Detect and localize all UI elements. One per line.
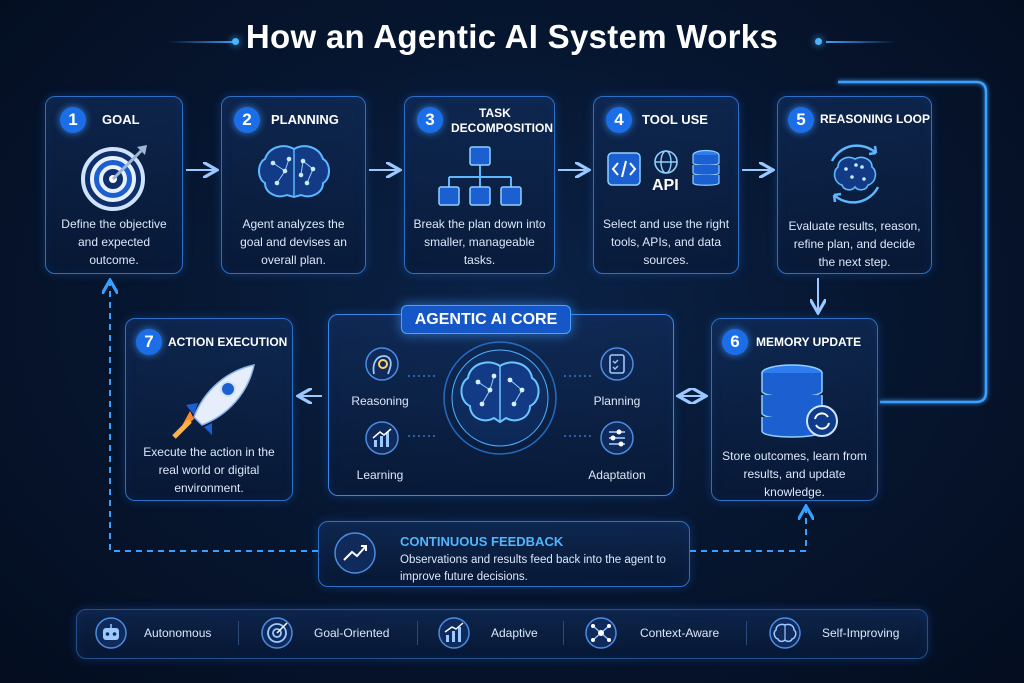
chart-bars-icon [438,617,470,649]
hierarchy-icon [438,146,522,206]
core-item-reasoning: Reasoning [351,394,409,408]
title-dot-right [815,38,822,45]
globe-icon [654,150,678,174]
page-title: How an Agentic AI System Works [245,18,779,55]
feature-label: Self-Improving [822,626,900,640]
core-dotted-links [408,375,592,437]
code-icon [607,152,641,186]
step-number: 2 [234,107,260,133]
step-number: 1 [60,107,86,133]
step-number: 7 [136,329,162,355]
database-stack-icon [692,149,720,186]
brain-icon [258,145,330,199]
feedback-description: Observations and results feed back into … [400,554,666,583]
step-title: REASONING LOOP [820,112,931,126]
step-card-goal: 1 GOAL Define the objective and expected… [45,96,183,274]
step-card-tool-use: 4 TOOL USE API Select and use the right … [593,96,739,274]
step-description: Evaluate results, reason, refine plan, a… [788,219,921,269]
core-item-planning: Planning [593,394,641,408]
api-label: API [652,177,679,194]
gear-head-icon [365,347,399,381]
network-icon [585,617,617,649]
step-description: Store outcomes, learn from results, and … [722,449,867,499]
step-description: Agent analyzes the goal and devises an o… [240,217,347,267]
step-card-task-decomposition: 3 TASK DECOMPOSITION Break the plan down… [404,96,555,274]
step-title: MEMORY UPDATE [756,335,862,349]
core-item-learning: Learning [356,468,404,482]
rocket-icon [172,364,255,439]
chart-growth-icon [365,421,399,455]
feature-label: Goal-Oriented [314,626,390,640]
feature-label: Autonomous [144,626,212,640]
step-title: ACTION EXECUTION [168,335,288,349]
title-dot-left [232,38,239,45]
step-description: Define the objective and expected outcom… [61,217,167,267]
step-number: 4 [606,107,632,133]
target-icon [81,145,147,211]
step-card-planning: 2 PLANNING Agent analyzes the goal and d… [221,96,366,274]
step-title: TOOL USE [642,112,708,127]
step-description: Select and use the right tools, APIs, an… [602,217,730,267]
brain-loop-icon [830,144,880,204]
step-description: Execute the action in the real world or … [143,445,275,495]
step-number: 6 [722,329,748,355]
step-title: GOAL [102,112,140,127]
step-number: 5 [788,107,814,133]
reasoning-loop-line [838,80,988,404]
step-card-memory-update: 6 MEMORY UPDATE Store outcomes, learn fr… [711,318,878,501]
step-card-reasoning-loop: 5 REASONING LOOP Evaluate results, reaso… [777,96,932,274]
core-item-adaptation: Adaptation [588,468,646,482]
step-card-action-execution: 7 ACTION EXECUTION Execute the action in… [125,318,293,501]
sliders-icon [600,421,634,455]
target-small-icon [261,617,293,649]
step-number: 3 [417,107,443,133]
trend-up-icon [334,532,376,574]
step-title-line1: TASK [479,106,511,120]
step-description: Break the plan down into smaller, manage… [413,217,546,267]
database-icon [761,364,838,438]
continuous-feedback-panel [318,521,690,587]
robot-icon [95,617,127,649]
step-title-line2: DECOMPOSITION [451,121,554,135]
core-brain-icon [443,341,557,455]
brain-small-icon [769,617,801,649]
feedback-dashed-line [110,282,318,552]
step-title: PLANNING [271,112,339,127]
clipboard-icon [600,347,634,381]
feedback-title: CONTINUOUS FEEDBACK [400,534,564,549]
core-title: AGENTIC AI CORE [401,305,571,334]
feature-label: Context-Aware [640,626,720,640]
feature-label: Adaptive [491,626,538,640]
